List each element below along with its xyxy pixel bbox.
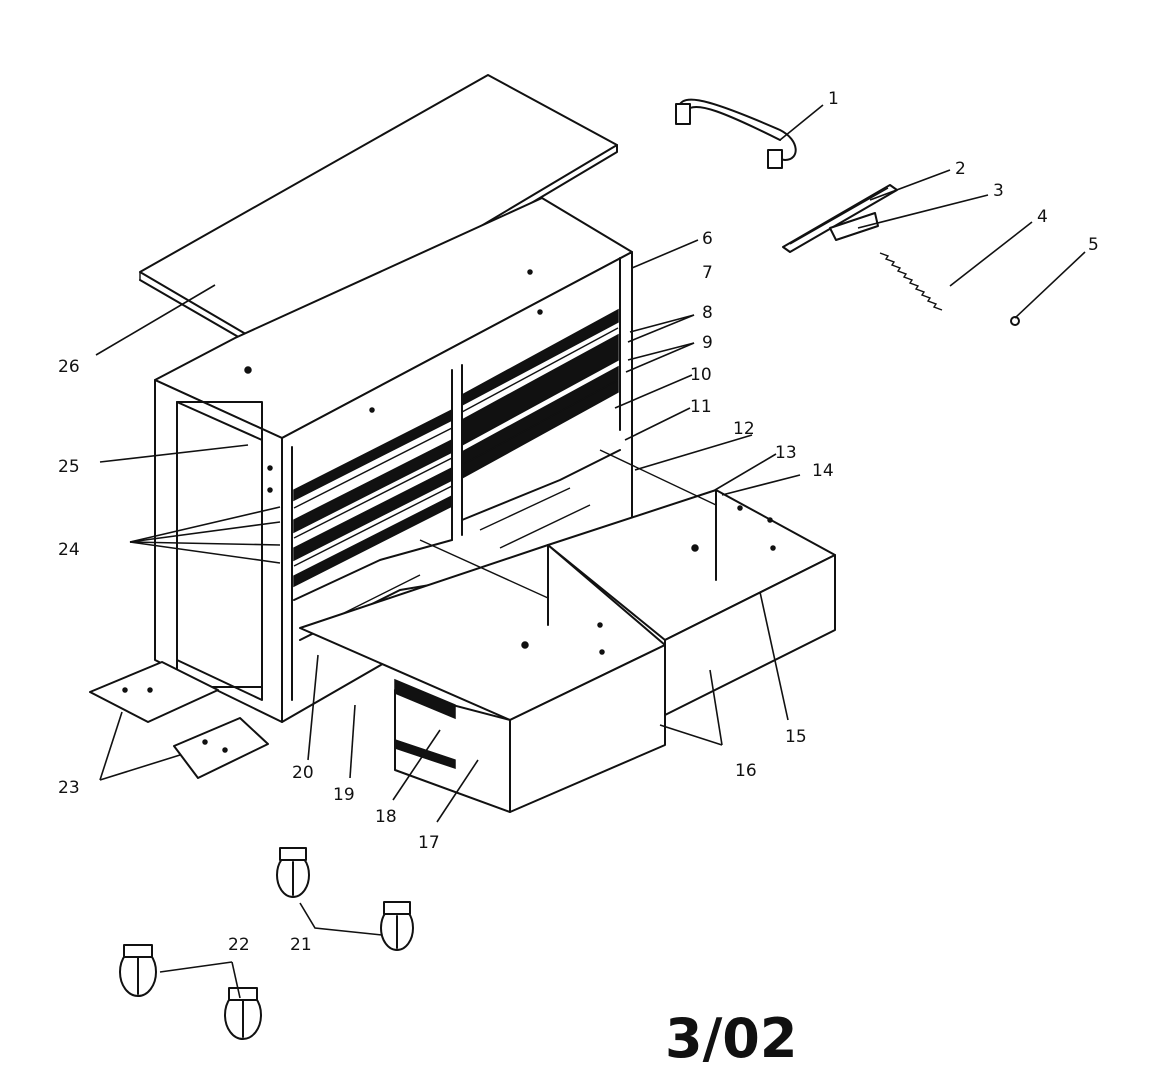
- callout-18: 18: [375, 807, 397, 827]
- callout-13: 13: [775, 443, 797, 463]
- callout-22: 22: [228, 935, 250, 955]
- screw-strip-part: [879, 252, 943, 311]
- callout-7: 7: [702, 263, 713, 283]
- callout-25: 25: [58, 457, 80, 477]
- callout-24: 24: [58, 540, 80, 560]
- callout-8: 8: [702, 303, 713, 323]
- callout-12: 12: [733, 419, 755, 439]
- callout-10: 10: [690, 365, 712, 385]
- callout-21: 21: [290, 935, 312, 955]
- callout-26: 26: [58, 357, 80, 377]
- callout-20: 20: [292, 763, 314, 783]
- bracket-part: [829, 212, 879, 241]
- callout-1: 1: [828, 89, 839, 109]
- handle-part: [675, 98, 797, 169]
- caster-21a: [276, 847, 310, 898]
- callout-14: 14: [812, 461, 834, 481]
- callout-9: 9: [702, 333, 713, 353]
- callout-5: 5: [1088, 235, 1099, 255]
- callout-23: 23: [58, 778, 80, 798]
- callout-19: 19: [333, 785, 355, 805]
- callout-15: 15: [785, 727, 807, 747]
- callout-11: 11: [690, 397, 712, 417]
- caster-22a: [119, 944, 157, 997]
- date-code: 3/02: [665, 1007, 797, 1070]
- callout-4: 4: [1037, 207, 1048, 227]
- leader-lines: [95, 104, 1086, 999]
- caster-22b: [224, 987, 262, 1040]
- callout-16: 16: [735, 761, 757, 781]
- callout-6: 6: [702, 229, 713, 249]
- slide-rail-part: [782, 184, 898, 253]
- drawer-left-open: [299, 539, 666, 813]
- callout-3: 3: [993, 181, 1004, 201]
- callout-2: 2: [955, 159, 966, 179]
- drawer-right-open: [547, 449, 836, 716]
- caster-21b: [380, 901, 414, 951]
- callout-17: 17: [418, 833, 440, 853]
- screw-part: [1010, 316, 1020, 326]
- callout-labels: 1 2 3 4 5 6 7 8 9 10 11 12 13 14 15 16 1…: [58, 89, 1099, 955]
- leveling-plates: [89, 661, 269, 779]
